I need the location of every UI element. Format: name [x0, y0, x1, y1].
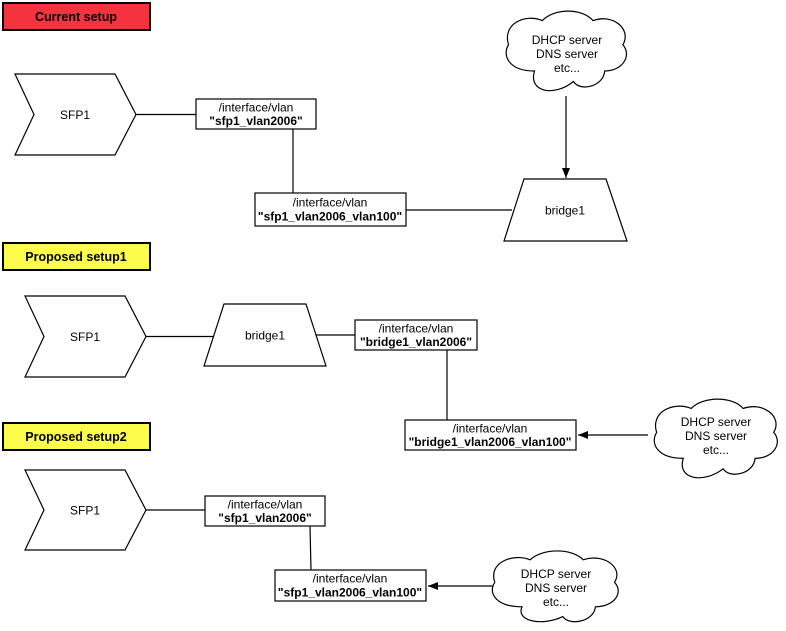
vlan-box-path: /interface/vlan — [228, 498, 303, 512]
bridge1-shape — [503, 178, 628, 242]
proposed-setup2-label-box — [2, 422, 151, 451]
sfp1-shape — [24, 469, 147, 551]
sfp1-label: SFP1 — [60, 108, 90, 122]
bridge1-label: bridge1 — [545, 204, 585, 218]
vlan-box-path: /interface/vlan — [453, 422, 528, 436]
sfp1-shape — [14, 73, 137, 156]
current-setup-label: Current setup — [35, 10, 117, 24]
cloud-text-line3: etc... — [543, 595, 569, 609]
proposed-setup1-label: Proposed setup1 — [25, 250, 126, 264]
bridge1-shape — [203, 303, 327, 367]
sfp1-label: SFP1 — [70, 330, 100, 344]
connector-vlan1-to-vlan2 — [309, 525, 312, 571]
current-setup-label-box — [2, 2, 151, 31]
vlan-box-name: "bridge1_vlan2006" — [360, 335, 472, 349]
cloud-text-line1: DHCP server — [521, 567, 591, 581]
bridge1-label: bridge1 — [245, 329, 285, 343]
vlan-box — [354, 319, 478, 351]
cloud-text-line2: DNS server — [685, 429, 747, 443]
vlan-box — [404, 419, 577, 451]
vlan-box-path: /interface/vlan — [293, 196, 368, 210]
vlan-box-name: "sfp1_vlan2006_vlan100" — [278, 586, 422, 600]
section-proposed-setup2: Proposed setup2 SFP1 /interface/vlan "sf… — [2, 422, 619, 623]
vlan-box-path: /interface/vlan — [313, 572, 388, 586]
section-proposed-setup1: Proposed setup1 SFP1 bridge1 /interface/… — [2, 242, 778, 479]
vlan-box — [204, 495, 326, 527]
dhcp-cloud — [505, 10, 628, 92]
cloud-text-line3: etc... — [703, 443, 729, 457]
sfp1-label: SFP1 — [70, 504, 100, 518]
cloud-text-line3: etc... — [554, 61, 580, 75]
vlan-box-name: "bridge1_vlan2006_vlan100" — [409, 435, 572, 449]
dhcp-cloud — [491, 550, 619, 623]
vlan-box — [195, 98, 317, 130]
cloud-text-line2: DNS server — [525, 581, 587, 595]
sfp1-shape — [24, 295, 147, 378]
vlan-box-name: "sfp1_vlan2006" — [209, 114, 302, 128]
cloud-text-line1: DHCP server — [681, 415, 751, 429]
section-current-setup: Current setup SFP1 /interface/vlan "sfp1… — [2, 2, 628, 242]
cloud-text-line1: DHCP server — [532, 33, 602, 47]
vlan-box-name: "sfp1_vlan2006_vlan100" — [258, 210, 402, 224]
vlan-box-path: /interface/vlan — [219, 101, 294, 115]
vlan-box — [254, 192, 407, 227]
proposed-setup1-label-box — [2, 242, 151, 271]
vlan-box — [274, 569, 427, 602]
vlan-box-path: /interface/vlan — [379, 322, 454, 336]
dhcp-cloud — [653, 398, 778, 479]
cloud-text-line2: DNS server — [536, 47, 598, 61]
proposed-setup2-label: Proposed setup2 — [25, 430, 126, 444]
vlan-box-name: "sfp1_vlan2006" — [218, 511, 311, 525]
